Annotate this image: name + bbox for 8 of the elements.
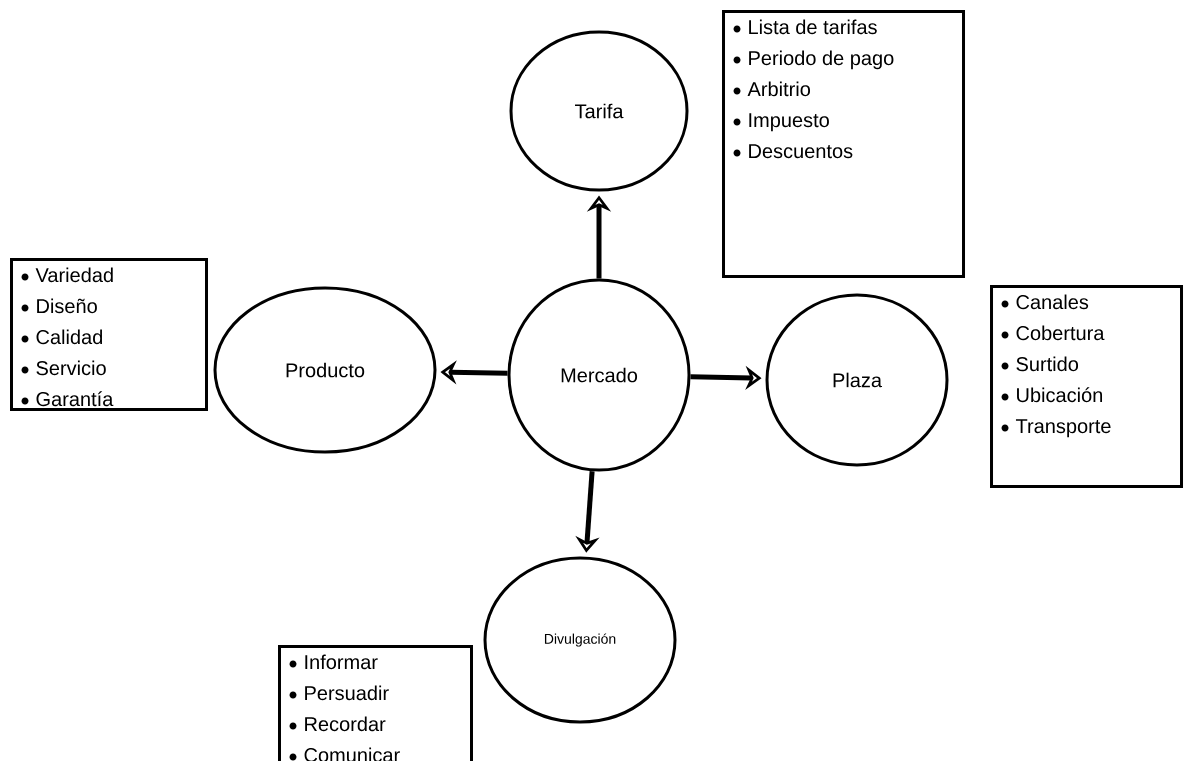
ellipse-node: Mercado [507, 278, 691, 472]
ellipse-node: Producto [213, 286, 437, 454]
bullet-list-box: Variedad Diseño Calidad Servicio Garantía [10, 258, 208, 411]
bullet-list-box: Lista de tarifas Periodo de pago Arbitrio Impuesto Descuentos [722, 10, 965, 278]
ellipse-node: Tarifa [509, 30, 689, 192]
ellipse-node: Plaza [765, 293, 949, 467]
ellipse-node: Divulgación [483, 556, 677, 724]
bullet-list-box: Canales Cobertura Surtido Ubicación Transporte [990, 285, 1183, 488]
